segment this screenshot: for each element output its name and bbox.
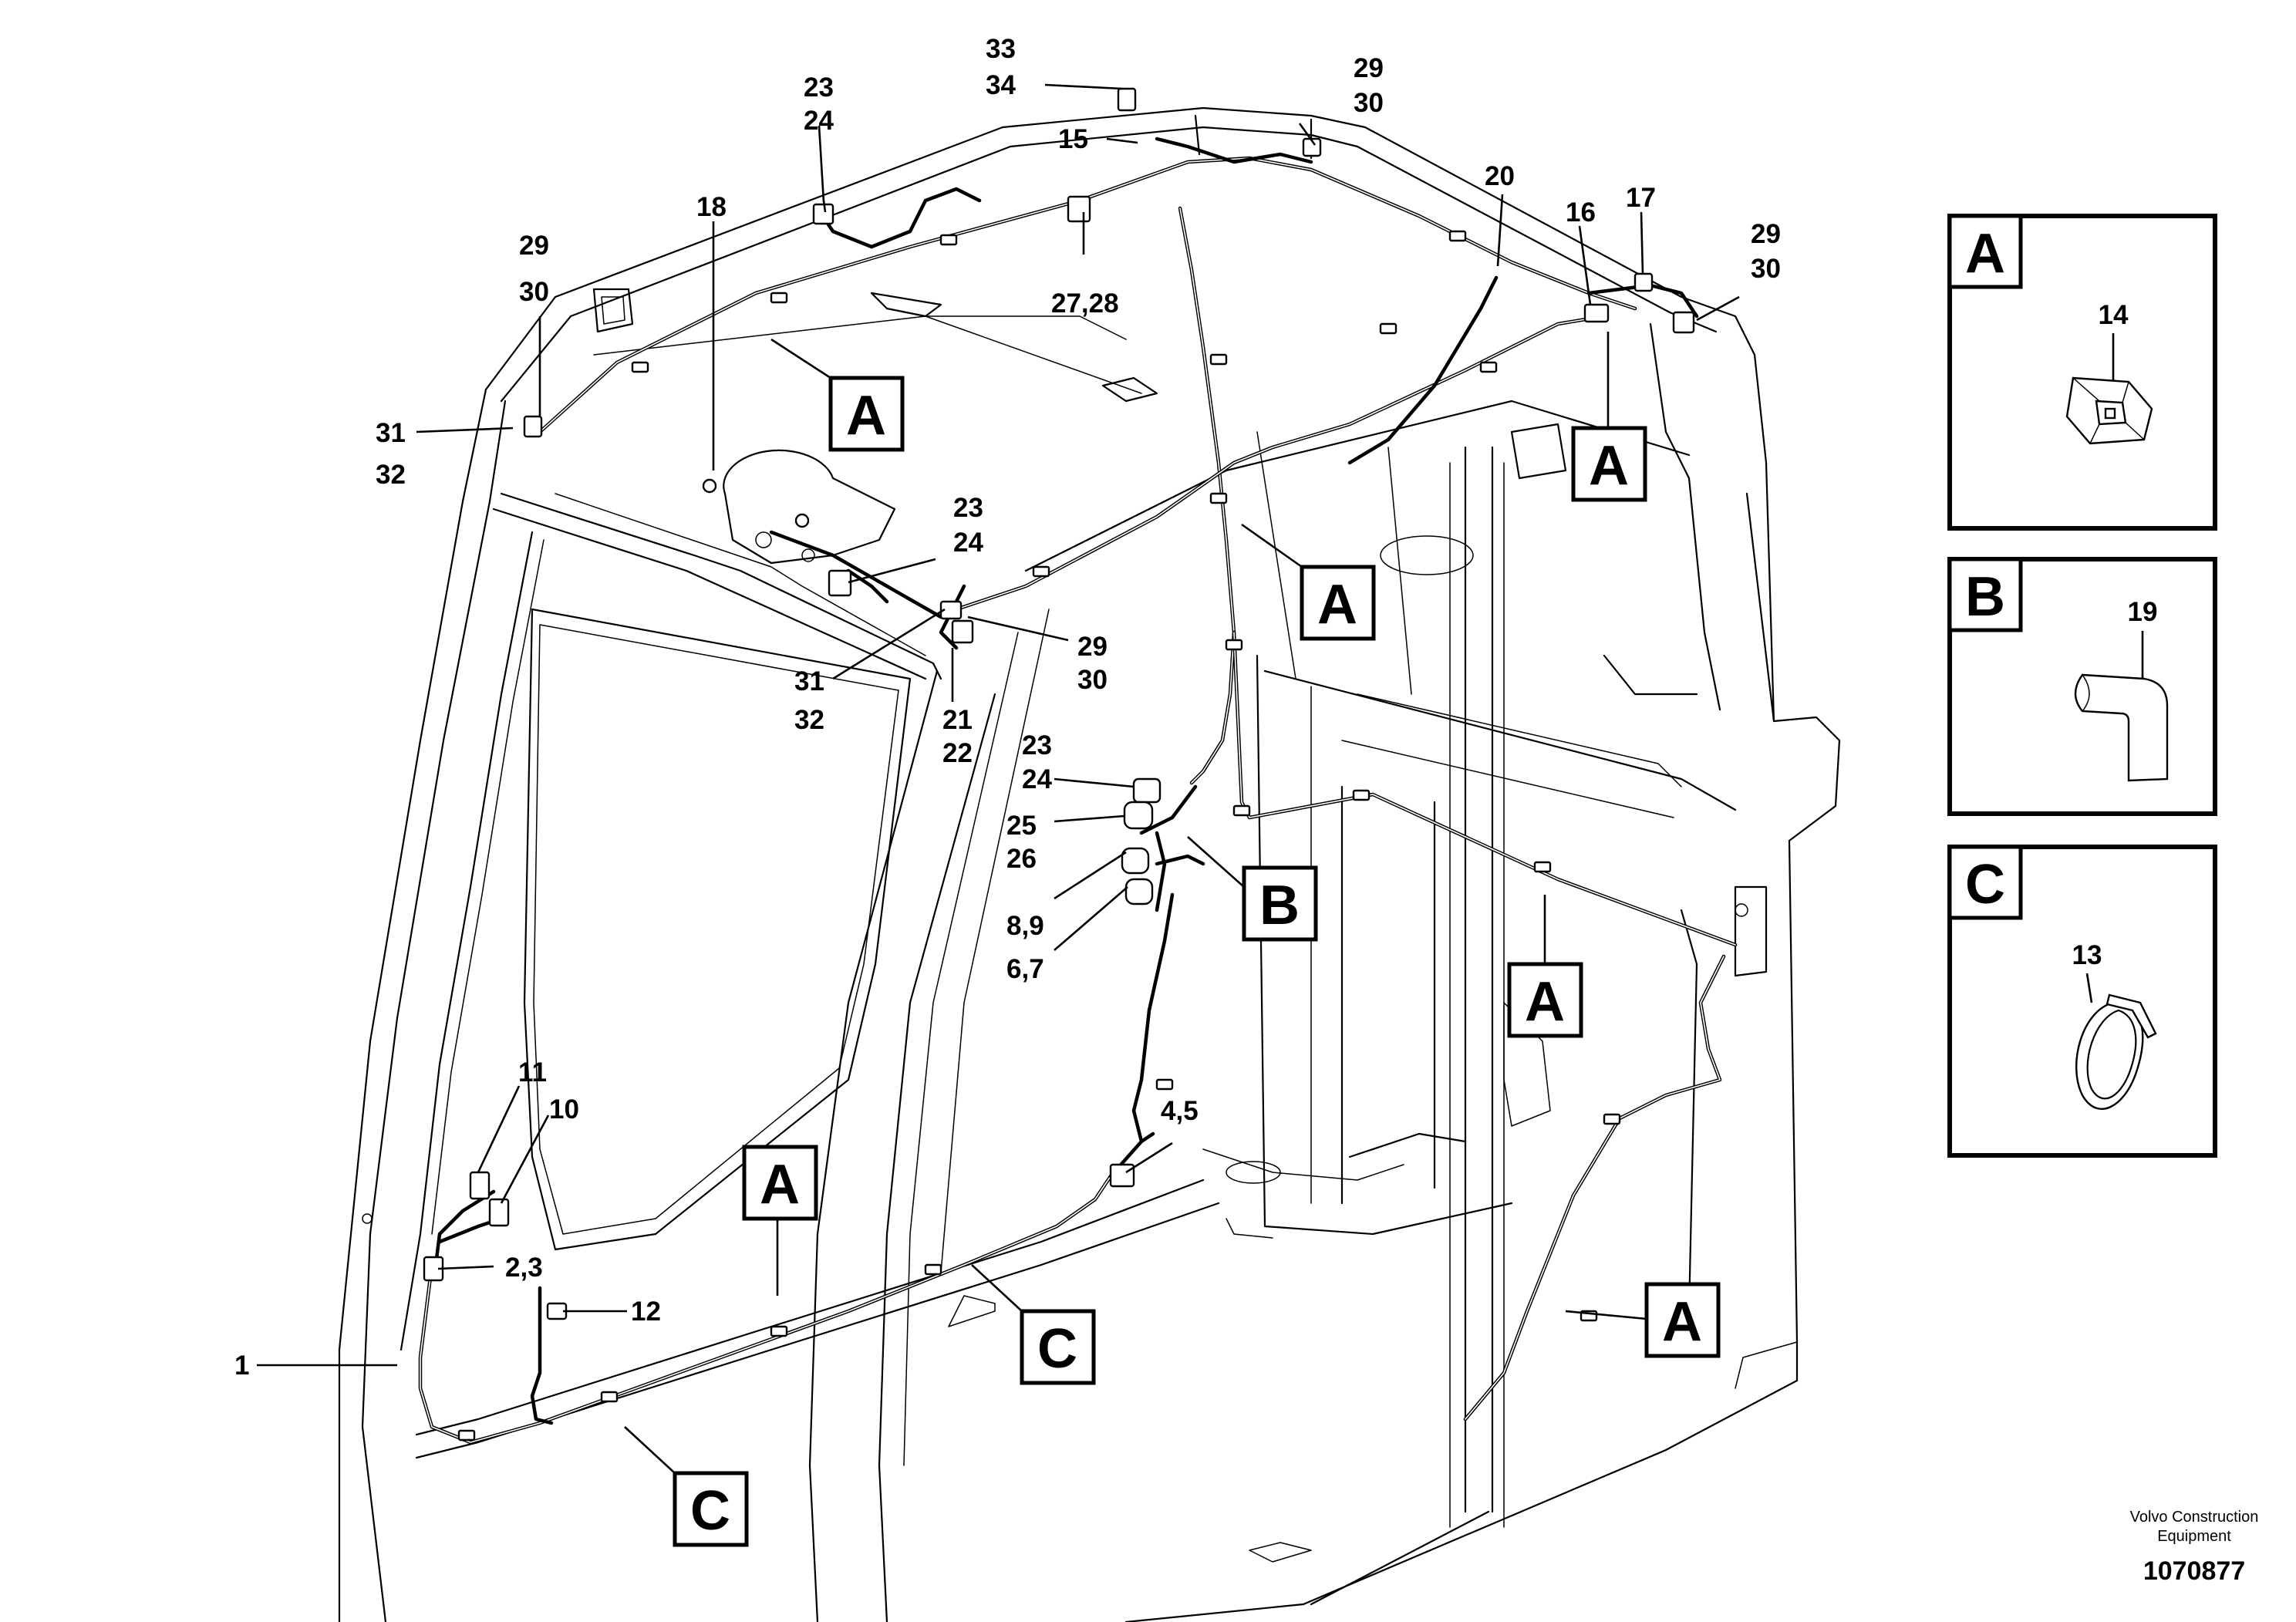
callout-23-c: 23: [1022, 730, 1052, 760]
callout-29-d: 29: [1077, 632, 1108, 662]
leader-lines: [257, 83, 1740, 1474]
publisher-footer: Volvo Construction Equipment 1070877: [2130, 1509, 2259, 1586]
callout-16: 16: [1566, 197, 1596, 228]
callout-29-a: 29: [1354, 53, 1384, 83]
svg-text:C: C: [690, 1480, 730, 1542]
callout-32-b: 32: [794, 705, 824, 735]
callout-8-9: 8,9: [1006, 911, 1044, 941]
detail-c-part-number: 13: [2072, 940, 2102, 970]
detail-a-letter: A: [1965, 223, 2005, 285]
detail-panel-b: B 19: [1947, 557, 2217, 816]
publisher-line-1: Volvo Construction: [2130, 1509, 2259, 1526]
callout-17: 17: [1626, 183, 1656, 213]
callout-4-5: 4,5: [1161, 1096, 1199, 1126]
callout-33: 33: [986, 34, 1016, 64]
callout-22: 22: [942, 738, 973, 768]
ref-box-a-right-mid: A: [1507, 962, 1583, 1038]
svg-text:A: A: [1662, 1291, 1702, 1353]
cable-tie-icon: [2075, 993, 2157, 1110]
callout-21: 21: [942, 705, 973, 735]
callout-23-a: 23: [804, 73, 834, 103]
callout-29-c: 29: [519, 231, 549, 261]
callout-10: 10: [549, 1094, 579, 1125]
ref-box-c-low: C: [673, 1471, 749, 1547]
svg-text:A: A: [760, 1154, 800, 1216]
svg-text:C: C: [1037, 1318, 1077, 1380]
publisher-line-2: Equipment: [2157, 1528, 2231, 1545]
svg-text:A: A: [1317, 574, 1357, 636]
callout-30-a: 30: [1354, 88, 1384, 118]
cable-tie-mount-icon: [2065, 376, 2153, 445]
callout-2-3: 2,3: [505, 1253, 543, 1283]
callout-1: 1: [234, 1351, 249, 1381]
callout-34: 34: [986, 70, 1016, 100]
ref-box-a-right-low: A: [1644, 1282, 1721, 1358]
callout-20: 20: [1485, 161, 1515, 191]
svg-text:B: B: [1259, 875, 1300, 936]
callout-6-7: 6,7: [1006, 954, 1044, 984]
callout-24-b: 24: [953, 528, 983, 558]
callout-15: 15: [1058, 124, 1088, 154]
detail-b-part-number: 19: [2128, 597, 2158, 627]
ref-box-b: B: [1242, 865, 1318, 942]
drawing-number: 1070877: [2143, 1556, 2245, 1586]
detail-b-letter: B: [1965, 566, 2005, 628]
ref-box-a-left-low: A: [742, 1145, 818, 1221]
ref-box-c-center: C: [1020, 1309, 1096, 1385]
callout-27-28: 27,28: [1051, 288, 1119, 319]
detail-panel-c: C 13: [1947, 845, 2217, 1158]
connectors: [423, 87, 1695, 1442]
callout-32-a: 32: [376, 460, 406, 490]
callout-30-b: 30: [1751, 254, 1781, 284]
rubber-sleeve-icon: [2074, 673, 2169, 782]
callout-29-b: 29: [1751, 219, 1781, 249]
reference-boxes: A A A A A A B C: [673, 376, 1721, 1547]
callouts: 1 2,3 4,5 6,7 8,9 10 11 12 15 16 17 18 2…: [234, 34, 1781, 1381]
detail-c-letter: C: [1965, 854, 2005, 916]
svg-text:A: A: [1525, 971, 1565, 1033]
ref-box-a-top: A: [828, 376, 905, 452]
callout-30-d: 30: [1077, 665, 1108, 695]
callout-31-b: 31: [794, 666, 824, 696]
svg-text:A: A: [1589, 435, 1629, 497]
wiring-harness: [418, 137, 1738, 1445]
detail-a-part-number: 14: [2099, 300, 2129, 330]
callout-24-a: 24: [804, 106, 834, 136]
callout-24-c: 24: [1022, 764, 1052, 794]
callout-30-c: 30: [519, 277, 549, 307]
ref-box-a-right-top: A: [1571, 426, 1647, 502]
cab-frame: [338, 106, 1841, 1622]
svg-text:A: A: [846, 385, 886, 447]
callout-11: 11: [518, 1057, 547, 1088]
callout-12: 12: [631, 1297, 661, 1327]
callout-25: 25: [1006, 811, 1037, 841]
ref-box-a-center: A: [1300, 565, 1376, 641]
detail-panel-a: A 14: [1947, 214, 2217, 531]
callout-23-b: 23: [953, 493, 983, 523]
callout-31-a: 31: [376, 418, 406, 448]
callout-18: 18: [696, 192, 727, 222]
callout-26: 26: [1006, 844, 1037, 874]
